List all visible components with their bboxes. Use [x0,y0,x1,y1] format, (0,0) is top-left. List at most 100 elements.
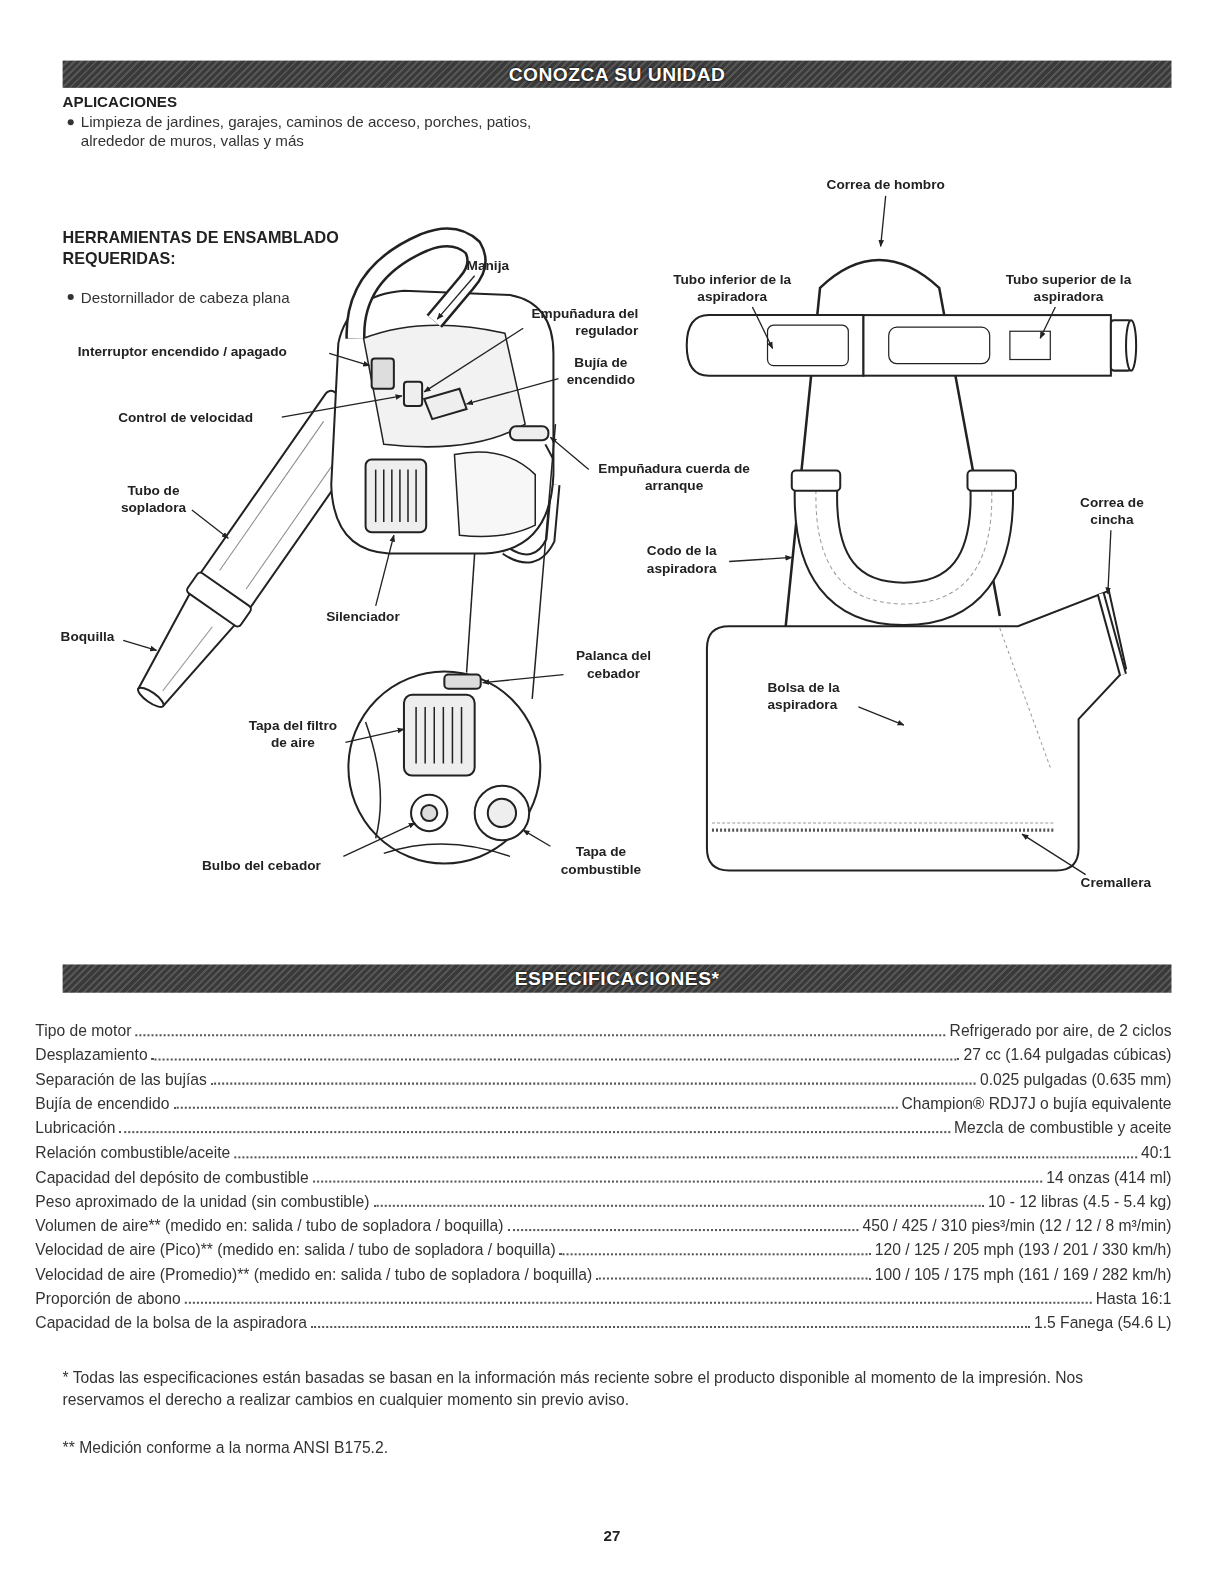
spec-name: Relación combustible/aceite [35,1144,230,1162]
strap-hidden [1000,628,1050,767]
section-band: CONOZCA SU UNIDAD [63,61,1172,88]
spec-value: 100 / 105 / 175 mph (161 / 169 / 282 km/… [875,1265,1172,1283]
leader-line [282,396,402,417]
leader-line [729,557,792,561]
spec-row: Desplazamiento 27 cc (1.64 pulgadas cúbic… [35,1046,1171,1064]
engine-cover [364,325,526,447]
dot-leader [311,1325,1030,1328]
tube-opening [1126,320,1136,370]
on-off-switch [372,359,394,389]
part-label: Control de velocidad [118,409,253,426]
part-label: Empuñadura del regulador [525,305,638,339]
dot-leader [560,1252,871,1255]
spec-name: Velocidad de aire (Pico)** (medido en: s… [35,1241,555,1259]
spec-row: Velocidad de aire (Promedio)** (medido e… [35,1265,1171,1283]
filter-rib [433,707,435,764]
muffler [366,460,427,533]
bullet-text: Limpieza de jardines, garajes, caminos d… [81,112,551,150]
starter-handle [510,426,548,440]
spec-name: Capacidad de la bolsa de la aspiradora [35,1314,307,1332]
speed-control [404,382,422,406]
dot-leader [185,1301,1092,1304]
inset-line [532,424,555,699]
fuel-tank [454,452,535,537]
spec-value: 27 cc (1.64 pulgadas cúbicas) [964,1046,1172,1064]
spec-value: Mezcla de combustible y aceite [954,1119,1172,1137]
spec-value: 450 / 425 / 310 pies³/min (12 / 12 / 8 m… [863,1217,1172,1235]
dot-leader [374,1203,984,1206]
spec-name: Capacidad del depósito de combustible [35,1168,308,1186]
leader-line [1022,834,1086,874]
bullet-text: Destornillador de cabeza plana [81,288,290,307]
part-label: Tubo superior de la aspiradora [1003,271,1134,305]
muffler-vent [407,470,409,523]
spec-row: Peso aproximado de la unidad (sin combus… [35,1192,1171,1210]
spec-value: 14 onzas (414 ml) [1046,1168,1171,1186]
elbow-cuff [967,471,1015,491]
detail-inset [348,672,540,864]
zipper [712,829,1055,832]
primer-bulb-center [421,805,437,821]
part-label: Empuñadura cuerda de arranque [591,460,758,494]
nozzle-highlight [163,625,213,694]
fuel-cap-center [488,799,516,827]
spec-name: Bujía de encendido [35,1095,169,1113]
section-heading: CONOZCA SU UNIDAD [509,63,726,85]
bullet [68,294,74,300]
muffler-vent [399,470,401,523]
part-label: Correa de cincha [1076,494,1149,528]
dot-leader [313,1179,1043,1182]
part-label: Correa de hombro [815,176,956,193]
tube-detail [768,325,849,365]
spec-row: Bujía de encendido Champion® RDJ7J o bují… [35,1095,1171,1113]
leader-line [483,675,564,683]
leader-line [192,510,228,538]
spec-name: Tipo de motor [35,1022,131,1040]
dot-leader [234,1155,1137,1158]
spec-row: Lubricación Mezcla de combustible y aceit… [35,1119,1171,1137]
leader-line [345,729,404,742]
handle-outline [355,237,476,338]
spec-name: Desplazamiento [35,1046,147,1064]
leader-line [376,535,394,606]
section-title: APLICACIONES [63,93,177,110]
leader-line [424,328,523,392]
leader-line [329,353,369,365]
filter-rib [452,707,454,764]
footnote: * Todas las especificaciones están basad… [63,1366,1159,1410]
part-label: Interruptor encendido / apagado [78,343,287,360]
filter-rib [461,707,463,764]
tube-highlight [220,421,324,570]
dot-leader [135,1033,945,1036]
part-label: Bulbo del cebador [202,856,321,873]
vacuum-bag [707,591,1126,871]
dot-leader [508,1228,859,1231]
upper-vacuum-tube [863,315,1110,376]
air-filter-cover [404,695,475,776]
spec-name: Lubricación [35,1119,115,1137]
zipper-edge [712,823,1055,824]
leader-line [123,640,156,650]
spec-name: Volumen de aire** (medido en: salida / t… [35,1217,503,1235]
spec-value: Champion® RDJ7J o bujía equivalente [902,1095,1172,1113]
cinch-strap [1101,594,1123,675]
spec-value: Hasta 16:1 [1096,1290,1172,1308]
spec-value: 120 / 125 / 205 mph (193 / 201 / 330 km/… [875,1241,1172,1259]
leader-line [1040,307,1055,338]
spec-value: 10 - 12 libras (4.5 - 5.4 kg) [988,1192,1172,1210]
spec-value: Refrigerado por aire, de 2 ciclos [950,1022,1172,1040]
dot-leader [152,1057,960,1060]
tube-detail [889,327,990,363]
part-label: Tapa del filtro de aire [242,717,343,751]
leader-line [523,830,550,846]
filter-rib [424,707,426,764]
footnote: ** Medición conforme a la norma ANSI B17… [63,1437,388,1459]
spec-name: Separación de las bujías [35,1071,206,1089]
dot-leader [119,1130,949,1133]
leader-line [550,437,588,469]
tube-detail [1010,331,1050,359]
spec-value: 40:1 [1141,1144,1171,1162]
fuel-cap [475,786,530,841]
spec-name: Velocidad de aire (Promedio)** (medido e… [35,1265,592,1283]
spark-plug [424,389,466,419]
